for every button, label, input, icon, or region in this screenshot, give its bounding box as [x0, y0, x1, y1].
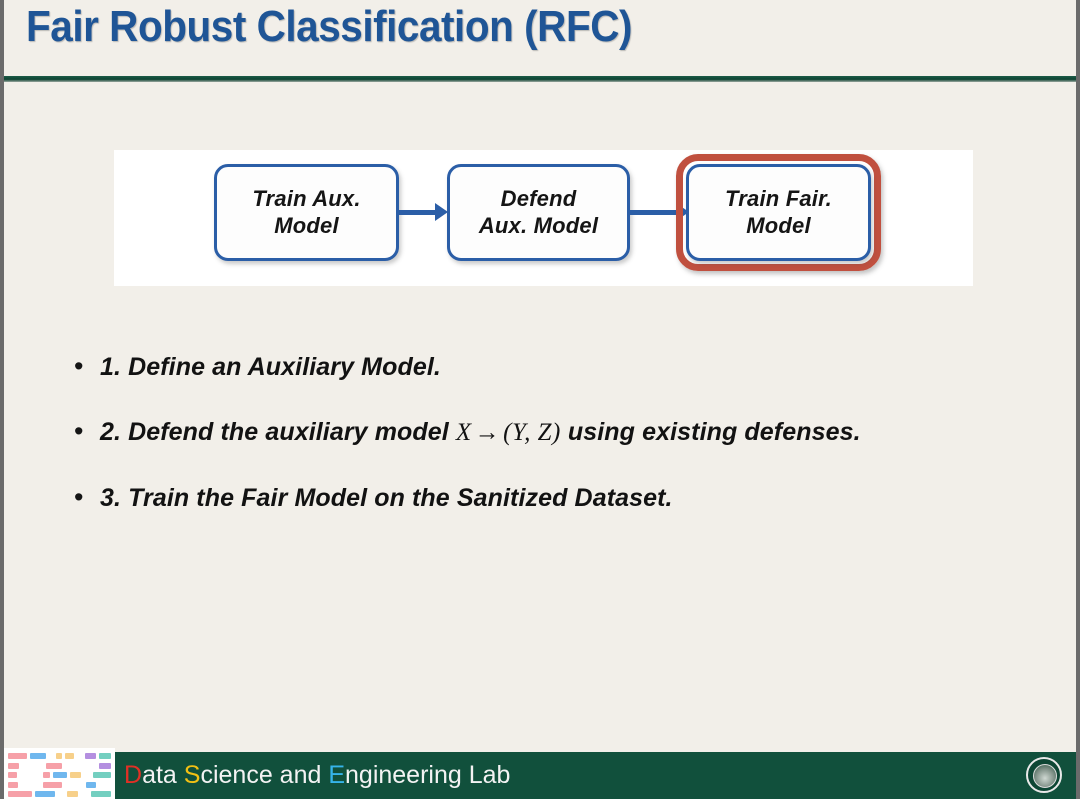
bullet-text-2-post: using existing defenses.: [560, 418, 861, 447]
logo-block: [42, 772, 51, 778]
logo-block: [53, 772, 68, 778]
header-divider: [4, 76, 1076, 82]
lab-name: Data Science and Engineering Lab: [124, 761, 510, 790]
logo-block: [43, 781, 63, 788]
bullet-text-1: 1. Define an Auxiliary Model.: [100, 353, 441, 381]
logo-row: [8, 762, 111, 769]
logo-block: [29, 753, 47, 759]
logo-block: [49, 753, 53, 759]
pipeline-diagram-panel: Train Aux. Model Defend Aux. Model Train…: [114, 150, 973, 286]
bullet-marker-icon: •: [74, 481, 84, 512]
logo-block: [58, 791, 65, 797]
logo-block: [70, 772, 81, 778]
logo-block: [85, 781, 96, 788]
logo-block: [81, 791, 88, 797]
flow-node-line1: Train Aux.: [252, 185, 361, 211]
pipeline-flow: Train Aux. Model Defend Aux. Model Train…: [114, 150, 973, 286]
lab-name-s: S: [183, 761, 201, 789]
logo-block: [8, 791, 32, 797]
list-item: • 3. Train the Fair Model on the Sanitiz…: [74, 483, 1054, 514]
flow-node-line1: Train Fair.: [725, 185, 832, 211]
logo-block: [98, 753, 112, 759]
logo-block: [21, 762, 44, 769]
lab-name-ata: ata: [142, 761, 184, 789]
flow-node-line2: Model: [274, 212, 339, 238]
logo-block: [67, 791, 79, 797]
slide-header: Fair Robust Classification (RFC): [4, 0, 1076, 82]
logo-block: [20, 772, 40, 778]
list-item: • 1. Define an Auxiliary Model.: [74, 352, 1054, 383]
seal-inner-disc: [1033, 764, 1057, 788]
logo-block: [84, 753, 96, 759]
flow-node-line2: Aux. Model: [478, 212, 599, 238]
list-item: • 2. Defend the auxiliary model X→(Y, Z)…: [74, 417, 1054, 448]
math-expression: X→(Y, Z): [456, 419, 561, 446]
logo-block: [46, 762, 62, 769]
bullet-marker-icon: •: [74, 416, 84, 447]
lab-name-e: E: [328, 761, 346, 789]
logo-block: [92, 772, 112, 778]
logo-row: [8, 791, 111, 797]
math-variable-x: X: [455, 419, 472, 447]
logo-block: [8, 762, 19, 769]
lab-name-cience-and: cience and: [200, 761, 329, 789]
logo-row: [8, 753, 112, 759]
flow-node-line2: Model: [746, 212, 811, 238]
logo-row: [8, 772, 112, 778]
footer-bar: Data Science and Engineering Lab: [4, 752, 1076, 799]
page-title: Fair Robust Classification (RFC): [26, 2, 633, 51]
lab-logo-icon: [4, 748, 115, 799]
logo-block: [34, 791, 55, 797]
logo-block: [90, 791, 111, 797]
logo-block: [64, 762, 96, 769]
logo-block: [8, 772, 18, 778]
logo-block: [98, 781, 112, 788]
bullet-list: • 1. Define an Auxiliary Model. • 2. Def…: [74, 352, 1054, 548]
university-seal-icon: [1026, 757, 1062, 793]
flow-node-line1: Defend: [500, 185, 577, 211]
logo-block: [65, 781, 83, 788]
flow-node-train-fair-model: Train Fair. Model: [686, 164, 871, 261]
logo-block: [8, 753, 27, 759]
highlight-ring: [676, 154, 881, 271]
bullet-text-2-pre: 2. Defend the auxiliary model: [100, 418, 456, 447]
logo-block: [83, 772, 90, 778]
bullet-marker-icon: •: [74, 351, 84, 381]
lab-name-ngineering-lab: ngineering Lab: [345, 761, 511, 789]
math-arrow-icon: →: [474, 419, 501, 447]
math-tuple-yz: (Y, Z): [503, 419, 561, 447]
logo-row: [8, 781, 112, 788]
flow-node-train-aux-model: Train Aux. Model: [214, 164, 399, 261]
logo-block: [77, 753, 82, 759]
logo-block: [65, 753, 75, 759]
bullet-text-2: 2. Defend the auxiliary model X→(Y, Z) u…: [100, 417, 861, 448]
bullet-text-3: 3. Train the Fair Model on the Sanitized…: [100, 483, 673, 512]
flow-node-defend-aux-model: Defend Aux. Model: [447, 164, 630, 261]
logo-block: [21, 781, 41, 788]
logo-block: [55, 753, 63, 759]
seal-outer-ring: [1026, 757, 1062, 793]
logo-block: [98, 762, 111, 769]
logo-block: [8, 781, 19, 788]
flow-arrow-2-icon: [630, 203, 689, 221]
flow-arrow-1-icon: [399, 203, 448, 221]
lab-name-d: D: [124, 761, 143, 789]
